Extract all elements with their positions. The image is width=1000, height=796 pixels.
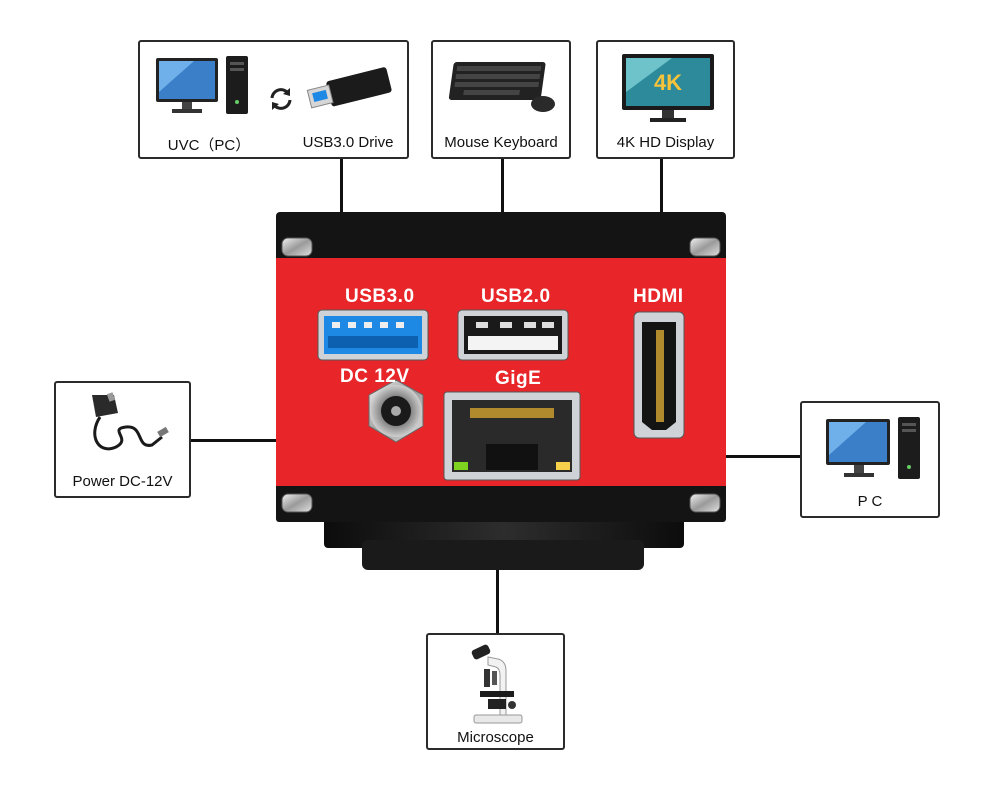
power-label: Power DC-12V <box>72 473 173 490</box>
usb2-label: USB2.0 <box>481 286 551 307</box>
microscope-connector-line <box>496 546 499 634</box>
display-label: 4K HD Display <box>616 134 715 151</box>
dc-jack <box>368 379 424 443</box>
usb-drive-label: USB3.0 Drive <box>302 134 394 151</box>
pc-label: P C <box>857 493 883 510</box>
sync-arrows-icon <box>270 88 292 110</box>
usb2-port <box>457 309 569 361</box>
desktop-computer-icon <box>156 56 248 114</box>
keyboard-mouse-icon <box>448 62 555 112</box>
uvc-label: UVC（PC） <box>167 137 251 154</box>
uvc-usb-callout: UVC（PC） USB3.0 Drive <box>138 40 409 159</box>
display-callout: 4K 4K HD Display <box>596 40 735 159</box>
gige-port <box>443 391 581 481</box>
hdmi-port <box>633 311 685 439</box>
pc-callout: P C <box>800 401 940 518</box>
microscope-icon <box>471 644 523 724</box>
mouse-keyboard-label: Mouse Keyboard <box>444 134 558 151</box>
gige-label: GigE <box>495 368 542 389</box>
power-callout: Power DC-12V <box>54 381 191 498</box>
dc-label: DC 12V <box>340 366 410 387</box>
usb3-label: USB3.0 <box>345 286 415 307</box>
mouse-keyboard-callout: Mouse Keyboard <box>431 40 571 159</box>
usb-drive-icon <box>306 67 392 109</box>
4k-monitor-icon: 4K <box>622 54 714 122</box>
usb3-port <box>317 309 429 361</box>
microscope-label: Microscope <box>457 729 534 746</box>
camera-body <box>276 212 726 570</box>
desktop-computer-icon <box>826 417 920 479</box>
microscope-callout: Microscope <box>426 633 565 750</box>
power-adapter-icon <box>92 392 169 451</box>
hdmi-label: HDMI <box>633 286 684 307</box>
4k-screen-text: 4K <box>654 70 682 95</box>
